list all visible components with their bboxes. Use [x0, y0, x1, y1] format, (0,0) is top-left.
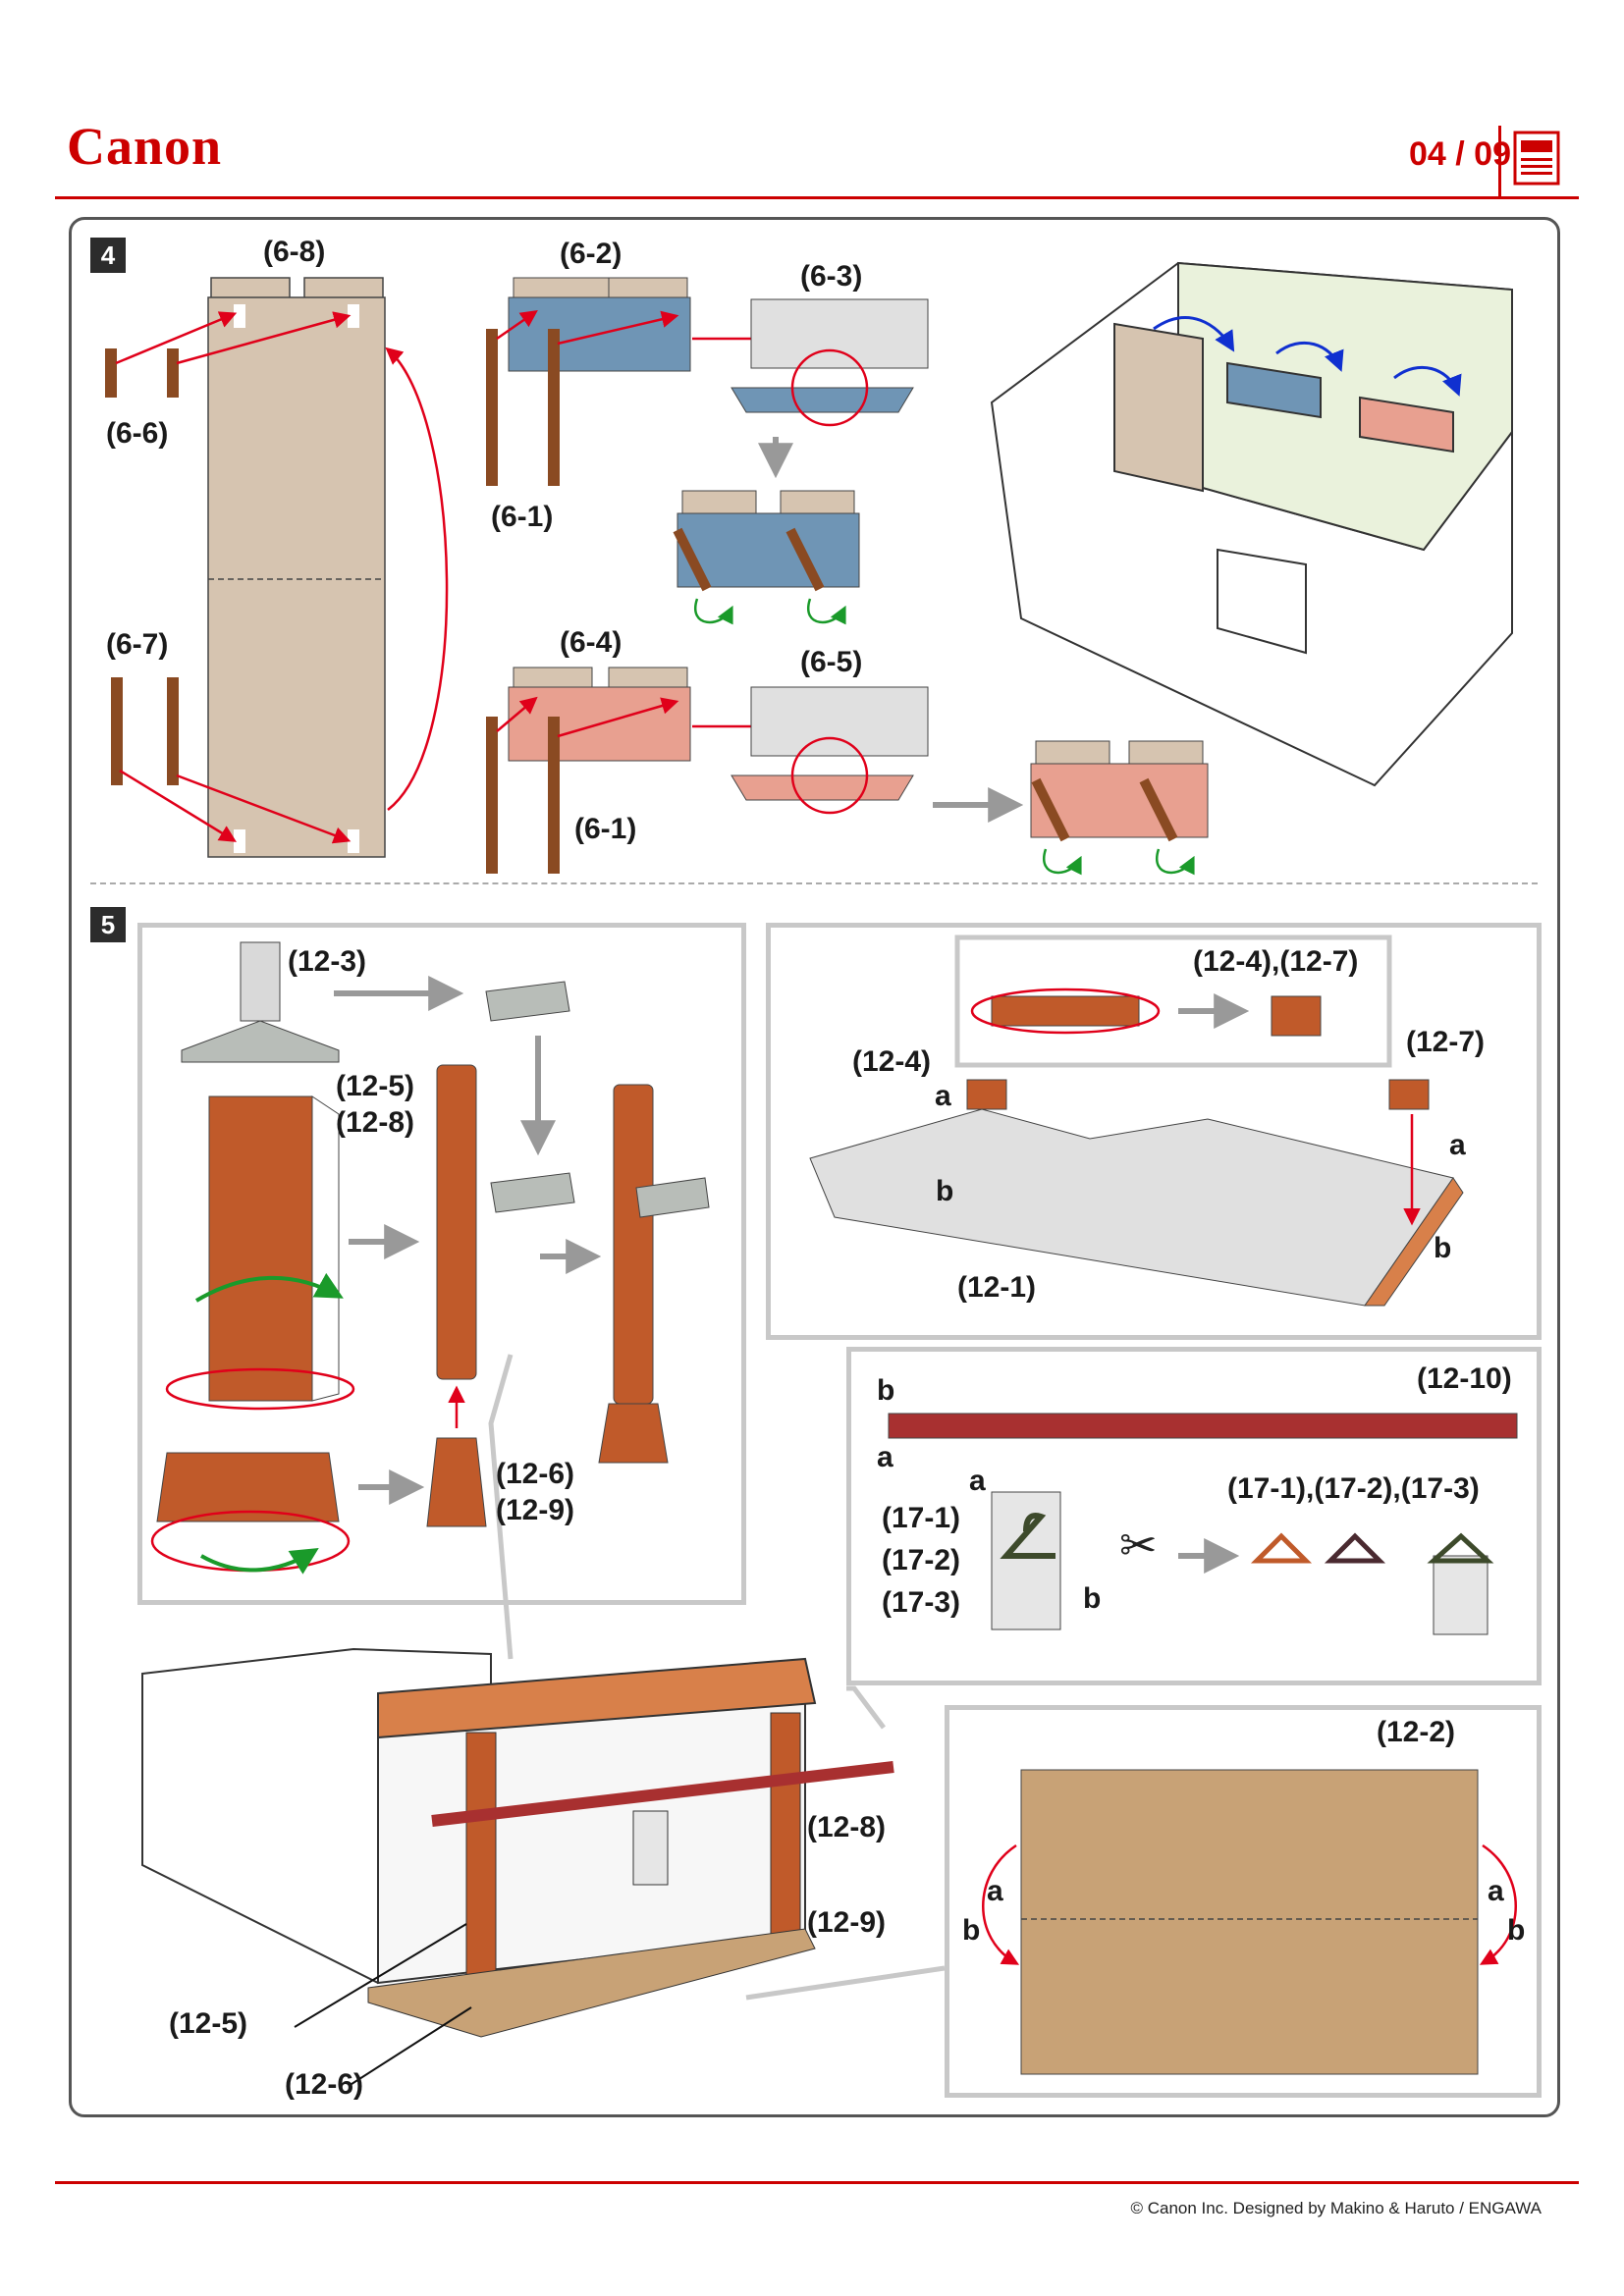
label-17-all: (17-1),(17-2),(17-3): [1227, 1472, 1480, 1505]
canon-logo: Canon: [67, 117, 223, 176]
label-b-tray-left: b: [936, 1175, 954, 1207]
step-separator: [90, 882, 1538, 884]
shelf-tray: [809, 1108, 1454, 1307]
room-scene: [141, 1647, 894, 2038]
pillar-complete: [613, 1084, 654, 1405]
label-12-3: (12-3): [288, 945, 367, 978]
label-6-2: (6-2): [560, 238, 623, 270]
label-b-rail: b: [877, 1374, 895, 1407]
page-indicator: 04 / 09: [1409, 135, 1511, 173]
hanger-1: [1250, 1532, 1313, 1564]
hanging-rail: [888, 1413, 1518, 1439]
floor-board-part: [1020, 1769, 1479, 2075]
label-a-hanger: a: [969, 1465, 986, 1497]
label-12-8: (12-8): [336, 1106, 415, 1139]
label-17-3: (17-3): [882, 1586, 961, 1619]
label-b-board-left: b: [962, 1914, 981, 1947]
folded-shelf-pink: [731, 686, 929, 801]
label-17-2: (17-2): [882, 1544, 961, 1576]
copyright-text: © Canon Inc. Designed by Makino & Haruto…: [1130, 2199, 1542, 2217]
document-icon: [1513, 131, 1560, 186]
label-12-6: (12-6): [496, 1458, 575, 1490]
label-b-tray-right: b: [1434, 1232, 1452, 1264]
scissors-icon: ✂: [1119, 1519, 1158, 1572]
label-6-5: (6-5): [800, 646, 863, 678]
base-board-panel: [945, 1705, 1542, 2098]
hanger-3: [1427, 1532, 1494, 1564]
label-a-tray-right: a: [1449, 1129, 1466, 1161]
label-6-1-bottom: (6-1): [574, 813, 637, 845]
label-6-4: (6-4): [560, 626, 623, 659]
pillar-rolled: [436, 1064, 477, 1380]
label-b-hanger: b: [1083, 1582, 1102, 1615]
pink-shelf-assembled: [1030, 740, 1209, 842]
label-6-3: (6-3): [800, 260, 863, 293]
label-12-8-scene: (12-8): [807, 1811, 887, 1843]
label-12-4-12-7: (12-4),(12-7): [1193, 945, 1359, 978]
label-6-6: (6-6): [106, 417, 169, 450]
footer-rule: [55, 2181, 1579, 2184]
instructions-frame: [69, 217, 1560, 2117]
label-12-5-scene: (12-5): [169, 2007, 248, 2040]
label-a-tray-left: a: [935, 1080, 951, 1112]
short-posts: [105, 348, 179, 785]
step-5-badge: 5: [90, 907, 126, 942]
label-a-board-left: a: [987, 1875, 1003, 1907]
pillar-assembly-panel: [137, 923, 746, 1605]
label-b-board-right: b: [1507, 1914, 1526, 1947]
box-detail-callout: [954, 934, 1392, 1068]
pillar-base-rolled: [426, 1437, 487, 1527]
label-a-rail: a: [877, 1441, 893, 1473]
label-12-9-scene: (12-9): [807, 1906, 887, 1939]
label-6-1-top: (6-1): [491, 501, 554, 533]
room-box-3d: [990, 261, 1513, 787]
blue-panel-part: [486, 277, 691, 486]
label-12-1: (12-1): [957, 1271, 1037, 1304]
step-4-badge: 4: [90, 238, 126, 273]
label-6-8: (6-8): [263, 236, 326, 268]
blue-shelf-assembled: [673, 490, 860, 592]
long-board-part: [207, 277, 386, 858]
label-12-2: (12-2): [1377, 1716, 1456, 1748]
label-a-board-right: a: [1488, 1875, 1504, 1907]
header-divider: [1498, 126, 1501, 196]
bracket-part: [181, 941, 340, 1063]
header-rule: [55, 196, 1579, 199]
label-12-9: (12-9): [496, 1494, 575, 1526]
label-6-7: (6-7): [106, 628, 169, 661]
label-12-7: (12-7): [1406, 1026, 1486, 1058]
rail-hanger-panel: [846, 1347, 1542, 1685]
pillar-base-sheet: [156, 1452, 340, 1522]
label-12-5: (12-5): [336, 1070, 415, 1102]
hanger-2: [1324, 1532, 1386, 1564]
label-12-4: (12-4): [852, 1045, 932, 1078]
label-17-1: (17-1): [882, 1502, 961, 1534]
pillar-wrap-sheet: [208, 1095, 340, 1402]
label-12-10: (12-10): [1417, 1362, 1512, 1395]
shelf-box-panel: [766, 923, 1542, 1340]
label-12-6-scene: (12-6): [285, 2068, 364, 2101]
folded-shelf-gray: [731, 298, 929, 413]
